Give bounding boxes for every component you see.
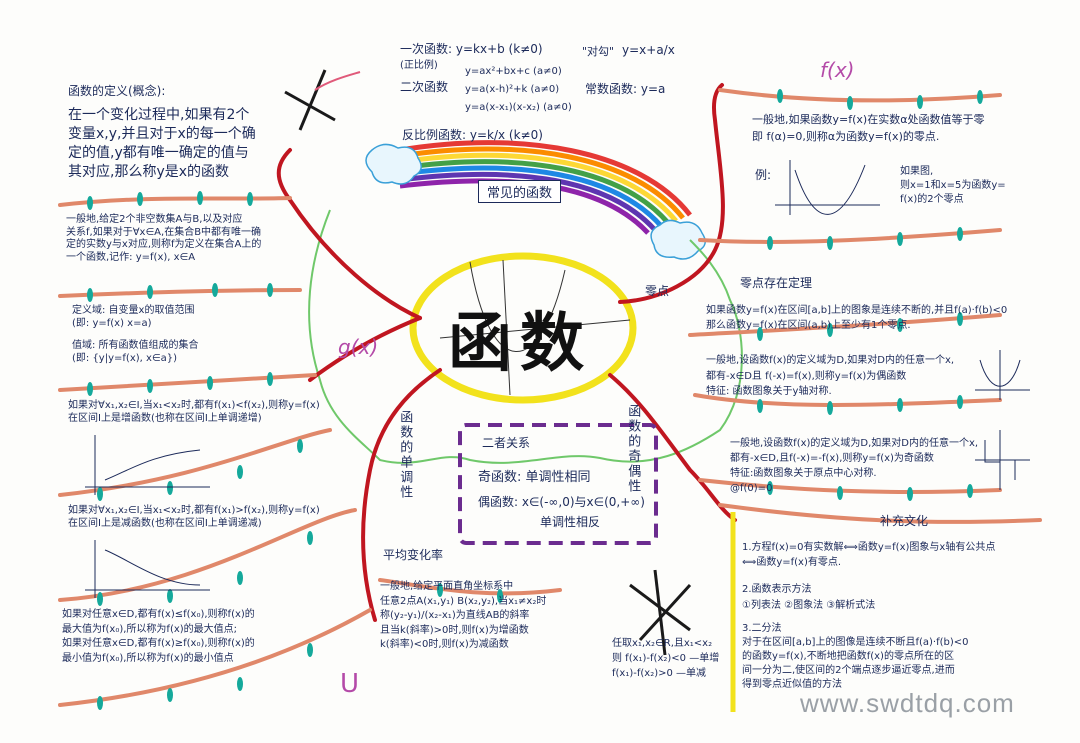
hook-formula: y=x+a/x — [622, 43, 675, 57]
relation-heading: 二者关系 — [482, 436, 531, 450]
average-rate-heading: 平均变化率 — [383, 548, 444, 562]
relation-box — [458, 423, 658, 545]
quadratic-form-3: y=a(x-x₁)(x-x₂) (a≠0) — [465, 102, 572, 113]
monotone-test: 任取x₁,x₂∈R,且x₁<x₂ 则 f(x₁)-f(x₂)<0 —单增 f(x… — [612, 638, 720, 679]
domain-definition: 定义域: 自变量x的取值范围 (即: y=f(x) x=a) — [72, 305, 195, 329]
parabola-graph — [775, 160, 880, 215]
definition-heading: 函数的定义(概念): — [68, 84, 166, 98]
leaves — [87, 89, 983, 710]
hook-label: "对勾" — [582, 45, 615, 58]
relation-even-2: 单调性相反 — [540, 515, 601, 529]
orange-branches — [58, 88, 1042, 707]
linear-function: 一次函数: y=kx+b (k≠0) — [400, 42, 543, 56]
quadratic-form-2: y=a(x-h)²+k (a≠0) — [465, 84, 560, 95]
u-doodle-label: U — [340, 669, 360, 699]
monotonicity-branch: 函数的单调性 — [397, 410, 413, 500]
cloud-right — [650, 219, 706, 260]
fx-doodle-label: f(x) — [820, 58, 855, 82]
red-branches — [276, 83, 737, 622]
center-axes-sketch — [439, 259, 631, 396]
decreasing-definition: 如果对∀x₁,x₂∈I,当x₁<x₂时,都有f(x₁)>f(x₂),则称y=f(… — [68, 505, 320, 529]
axes-doodle-bottom — [629, 569, 692, 656]
quadratic-label: 二次函数 — [400, 80, 449, 94]
odd-graph — [975, 430, 1030, 490]
range-definition: 值域: 所有函数值组成的集合 (即: {y|y=f(x), x∈a}) — [72, 340, 199, 364]
supplement-item-2: 2.函数表示方法 ①列表法 ②图象法 ③解析式法 — [742, 584, 876, 611]
axes-doodle-top — [284, 69, 361, 131]
center-ring — [409, 252, 637, 404]
quadratic-form-1: y=ax²+bx+c (a≠0) — [465, 66, 562, 77]
proportional-note: (正比例) — [400, 60, 438, 71]
increasing-definition: 如果对∀x₁,x₂∈I,当x₁<x₂时,都有f(x₁)<f(x₂),则称y=f(… — [68, 400, 320, 424]
center-title: 函数 — [448, 306, 592, 381]
constant-function: 常数函数: y=a — [585, 82, 666, 96]
zero-theorem-heading: 零点存在定理 — [740, 276, 813, 290]
supplement-item-1: 1.方程f(x)=0有实数解⟺函数y=f(x)图象与x轴有公共点 ⟺函数y=f(… — [742, 542, 996, 568]
parity-branch: 函数的奇偶性 — [625, 404, 641, 494]
increasing-graph — [85, 435, 210, 495]
zeros-definition: 一般地,如果函数y=f(x)在实数α处函数值等于零 即 f(α)=0,则称α为函… — [752, 113, 985, 143]
relation-even: 偶函数: x∈(-∞,0)与x∈(0,+∞) — [478, 495, 645, 509]
relation-odd: 奇函数: 单调性相同 — [478, 470, 591, 485]
zeros-example-label: 例: — [755, 168, 772, 182]
zeros-branch: 零点 — [645, 284, 670, 298]
average-rate-body: 一般地,给定平面直角坐标系中 任意2点A(x₁,y₁) B(x₂,y₂),当x₁… — [380, 581, 547, 650]
green-vine — [308, 209, 743, 464]
supplement-heading: 补充文化 — [880, 514, 929, 528]
rainbow-label: 常见的函数 — [478, 180, 562, 203]
definition-body: 在一个变化过程中,如果有2个 变量x,y,并且对于x的每一个确 定的值,y都有唯… — [68, 107, 256, 180]
zero-theorem-body: 如果函数y=f(x)在区间[a,b]上的图象是连续不断的,并且f(a)·f(b)… — [706, 305, 1008, 331]
formal-definition: 一般地,给定2个非空数集A与B,以及对应 关系f,如果对于∀x∈A,在集合B中都… — [66, 214, 262, 263]
inverse-function: 反比例函数: y=k/x (k≠0) — [402, 128, 543, 142]
extremes-definition: 如果对任意x∈D,都有f(x)≤f(x₀),则称f(x)的 最大值为f(x₀),… — [62, 609, 255, 664]
supplement-item-3: 3.二分法 对于在区间[a,b]上的图像是连续不断且f(a)·f(b)<0 的函… — [742, 623, 969, 690]
even-graph — [975, 350, 1030, 400]
odd-function-definition: 一般地,设函数f(x)的定义域为D,如果对D内的任意一个x, 都有-x∈D,且f… — [730, 438, 979, 494]
watermark: www.swdtdq.com — [800, 688, 1015, 718]
gx-doodle-label: g(x) — [338, 335, 379, 359]
cloud-left — [365, 143, 422, 185]
zeros-example: 如果图, 则x=1和x=5为函数y= f(x)的2个零点 — [900, 166, 1006, 205]
even-function-definition: 一般地,设函数f(x)的定义域为D,如果对D内的任意一个x, 都有-x∈D且 f… — [706, 355, 955, 397]
decreasing-graph — [85, 540, 210, 598]
